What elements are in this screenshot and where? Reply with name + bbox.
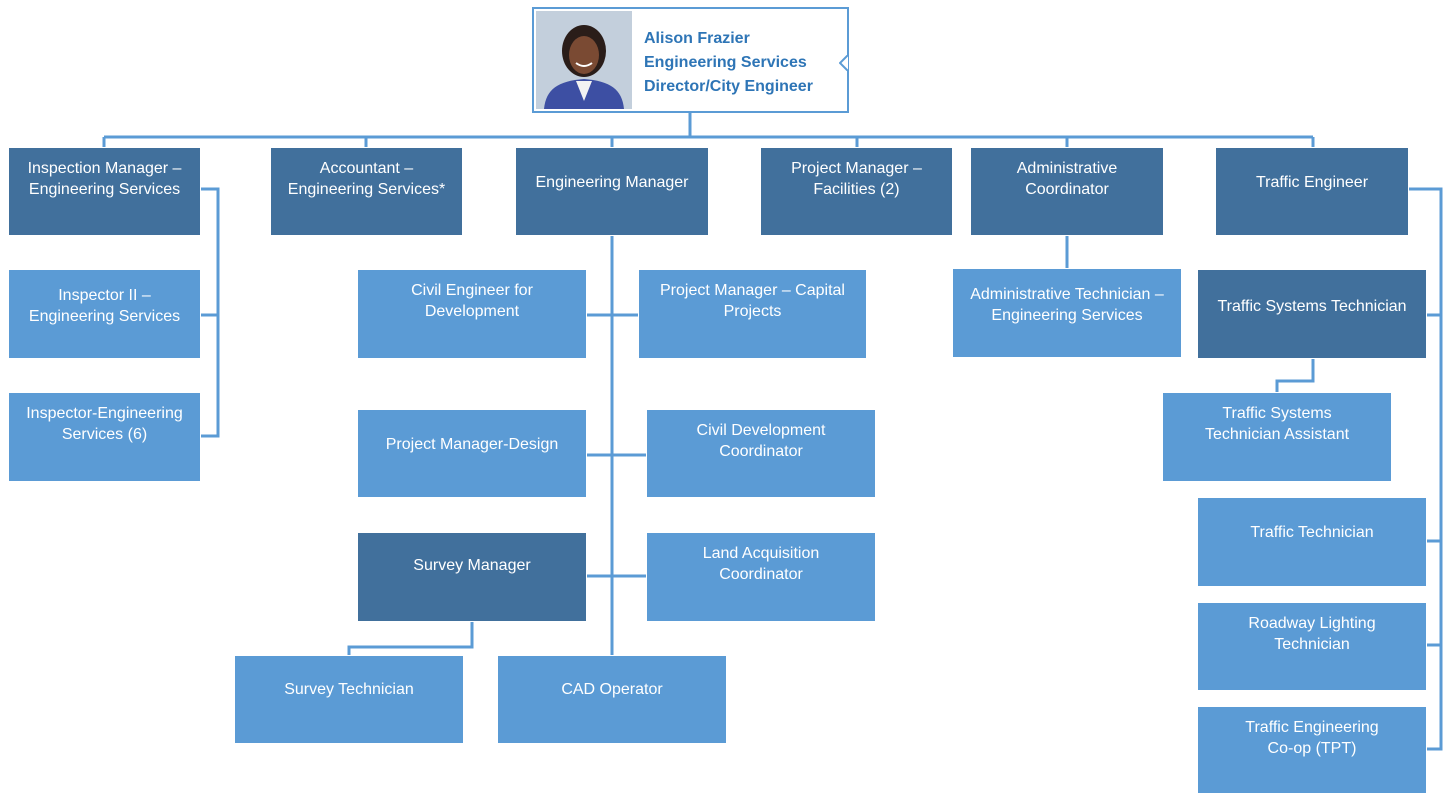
director-title-line1: Engineering Services [644,54,807,71]
administrative-technician-box: Administrative Technician – Engineering S… [952,268,1182,358]
cad-operator-box: CAD Operator [497,655,727,744]
pm-capital-line1: Project Manager – Capital [660,282,845,299]
traffic-asst-line2: Technician Assistant [1204,426,1350,443]
director-info: Alison Frazier Engineering Services Dire… [644,27,813,99]
land-acq-line1: Land Acquisition [702,545,820,562]
pm-capital-line2: Projects [723,303,782,320]
inspector-eng-line2: Services (6) [61,426,148,443]
director-name: Alison Frazier [644,30,750,47]
pm-design-box: Project Manager-Design [357,409,587,498]
project-manager-facilities-box: Project Manager – Facilities (2) [760,147,953,236]
survey-technician-box: Survey Technician [234,655,464,744]
coop-line2: Co-op (TPT) [1267,740,1357,757]
coop-line1: Traffic Engineering [1245,719,1379,736]
admin-tech-line2: Engineering Services [991,307,1143,324]
engineering-manager-box: Engineering Manager [515,147,709,236]
engineering-manager-label: Engineering Manager [535,174,689,191]
accountant-line2: Engineering Services* [287,181,446,198]
traffic-asst-line1: Traffic Systems [1222,405,1332,422]
civil-dev-line1: Civil Development [696,422,826,439]
inspector-eng-line1: Inspector-Engineering [26,405,183,422]
accountant-box: Accountant – Engineering Services* [270,147,463,236]
traffic-technician-box: Traffic Technician [1197,497,1427,587]
civil-eng-line1: Civil Engineer for [411,282,533,299]
civil-dev-line2: Coordinator [719,443,803,460]
pm-facilities-line2: Facilities (2) [813,181,900,198]
traffic-systems-tech-label: Traffic Systems Technician [1217,298,1407,315]
pm-facilities-line1: Project Manager – [791,160,922,177]
land-acq-line2: Coordinator [719,566,803,583]
admin-tech-line1: Administrative Technician – [970,286,1164,303]
civil-eng-line2: Development [424,303,520,320]
survey-tech-label: Survey Technician [284,681,414,698]
inspection-manager-line2: Engineering Services [28,181,181,198]
traffic-engineer-label: Traffic Engineer [1255,174,1369,191]
survey-manager-label: Survey Manager [413,557,531,574]
pm-design-label: Project Manager-Design [385,436,559,453]
traffic-engineer-box: Traffic Engineer [1215,147,1409,236]
admin-coord-line2: Coordinator [1025,181,1109,198]
roadway-line2: Technician [1274,636,1350,653]
traffic-systems-technician-box: Traffic Systems Technician [1197,269,1427,359]
accountant-line1: Accountant – [319,160,414,177]
survey-manager-box: Survey Manager [357,532,587,622]
inspector-ii-line1: Inspector II – [58,287,151,304]
roadway-line1: Roadway Lighting [1248,615,1376,632]
cad-operator-label: CAD Operator [561,681,663,698]
traffic-tech-label: Traffic Technician [1250,524,1374,541]
collapse-chevron-icon[interactable] [839,55,849,71]
inspector-ii-line2: Engineering Services [28,308,181,325]
inspection-manager-box: Inspection Manager – Engineering Services [8,147,201,236]
inspection-manager-line1: Inspection Manager – [27,160,182,177]
admin-coord-line1: Administrative [1016,160,1118,177]
inspector-ii-box: Inspector II – Engineering Services [8,269,201,359]
director-photo [536,11,632,109]
director-card: Alison Frazier Engineering Services Dire… [532,7,849,113]
director-title-line2: Director/City Engineer [644,78,813,95]
